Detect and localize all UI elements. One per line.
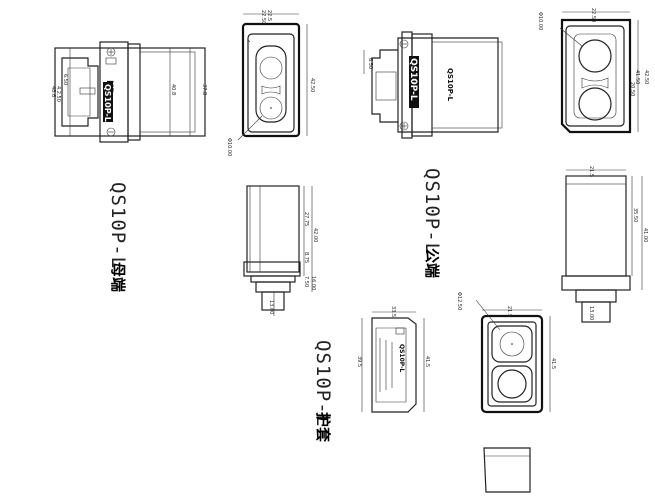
female-front-view: 22.50 22.5 42.50 Φ10.00 xyxy=(226,10,315,156)
cover-label-type: 护套 xyxy=(314,412,332,443)
female-side-pin2: 7.50 xyxy=(303,276,309,287)
male-side-base: 13.00 xyxy=(588,306,594,320)
female-dim-top: 40.8 xyxy=(170,84,176,95)
male-dim-left: 6.50 xyxy=(367,58,373,69)
female-dim-left3: 48.6 xyxy=(50,86,56,97)
male-housing-mark-2: QS10P-L xyxy=(446,68,454,102)
cover-end-view xyxy=(483,447,531,493)
female-side-h1: 27.75 xyxy=(303,212,309,226)
cover-face-h: 41.5 xyxy=(550,358,556,369)
female-pin: Φ10.00 xyxy=(226,138,232,156)
female-dim-left1: 6.50 xyxy=(62,74,68,85)
cover-housing-mark: QS10P-L xyxy=(398,344,405,373)
female-side-pin3: 16.00 xyxy=(310,276,316,290)
female-face-w2: 22.5 xyxy=(266,10,272,21)
female-housing-mark: QS10P-L xyxy=(103,84,112,122)
cover-dim-len2: 41.5 xyxy=(424,356,430,367)
female-label-type: 母端 xyxy=(109,262,127,292)
female-label-model: QS10P-L xyxy=(107,182,129,269)
cover-dim-top: 33.5 xyxy=(390,306,396,317)
female-side-base: 13.00 xyxy=(268,300,274,314)
female-side-pin: 8.75 xyxy=(303,252,309,263)
male-side-view: 21.5 35.50 41.00 13.00 xyxy=(561,166,648,323)
female-face-h: 42.50 xyxy=(309,78,315,92)
male-face-w: 22.50 xyxy=(590,8,596,22)
male-face-h2: 20.50 xyxy=(629,82,635,96)
female-top-view: 6.50 4.2.50 48.6 40.8 37.8 KB QS10P-L xyxy=(50,41,207,143)
cover-face-w: 21.5 xyxy=(506,306,512,317)
male-housing-mark: QS10P-L xyxy=(408,58,418,101)
female-dims: 6.50 4.2.50 48.6 40.8 37.8 xyxy=(50,48,207,136)
female-face-w1: 22.50 xyxy=(260,10,266,24)
male-side-h2: 35.50 xyxy=(632,208,638,222)
male-face-h3: 42.50 xyxy=(643,70,649,84)
male-side-h1: 41.00 xyxy=(642,228,648,242)
female-housing-markings: KB QS10P-L xyxy=(103,47,117,137)
cover-face-pin: Φ12.50 xyxy=(456,292,462,310)
female-dim-left2: 4.2.50 xyxy=(55,86,61,102)
cover-dim-len1: 39.5 xyxy=(356,356,362,367)
cover-side-view: QS10P-L 33.5 39.5 41.5 xyxy=(356,306,430,413)
cover-front-view: 21.5 41.5 Φ12.50 xyxy=(456,292,556,414)
male-front-view: 22.50 41.50 20.50 42.50 Φ10.00 xyxy=(537,8,649,134)
male-top-view: QS10P-L QS10P-L 6.50 xyxy=(363,31,503,139)
female-side-h2: 42.00 xyxy=(312,228,318,242)
male-label-model: QS10P-L xyxy=(421,168,443,255)
cover-label-model: QS10P-L xyxy=(312,340,334,427)
male-face-pin: Φ10.00 xyxy=(537,12,543,30)
male-label-type: 公端 xyxy=(423,248,441,278)
male-face-h1: 41.50 xyxy=(634,70,640,84)
female-dim-len: 37.8 xyxy=(201,84,207,95)
female-side-view: 27.75 42.00 8.75 7.50 16.00 13.00 xyxy=(243,185,318,316)
male-side-w: 21.5 xyxy=(588,166,594,177)
male-housing-markings: QS10P-L QS10P-L xyxy=(399,39,454,131)
